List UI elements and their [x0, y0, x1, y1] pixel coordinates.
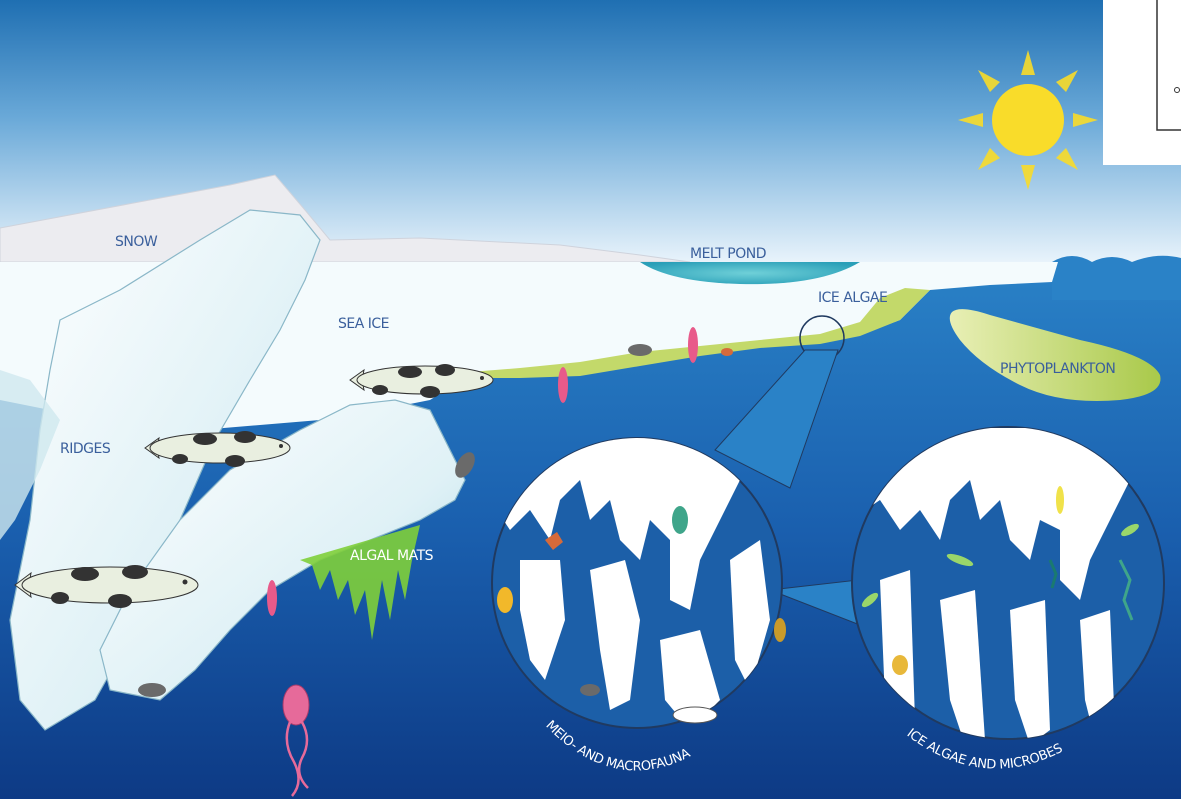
label-ridges: RIDGES [60, 441, 111, 457]
sun-icon [958, 50, 1098, 190]
label-algal-mats: ALGAL MATS [350, 548, 434, 564]
inset-fragment [1103, 0, 1181, 165]
label-melt-pond: MELT POND [690, 246, 766, 262]
label-phytoplankton: PHYTOPLANKTON [1000, 361, 1115, 377]
copepod-icon [721, 348, 733, 356]
label-snow: SNOW [115, 234, 158, 250]
label-ice-algae: ICE ALGAE [818, 290, 887, 306]
label-sea-ice: SEA ICE [338, 316, 389, 332]
ocean-surface-waves [1052, 256, 1181, 300]
